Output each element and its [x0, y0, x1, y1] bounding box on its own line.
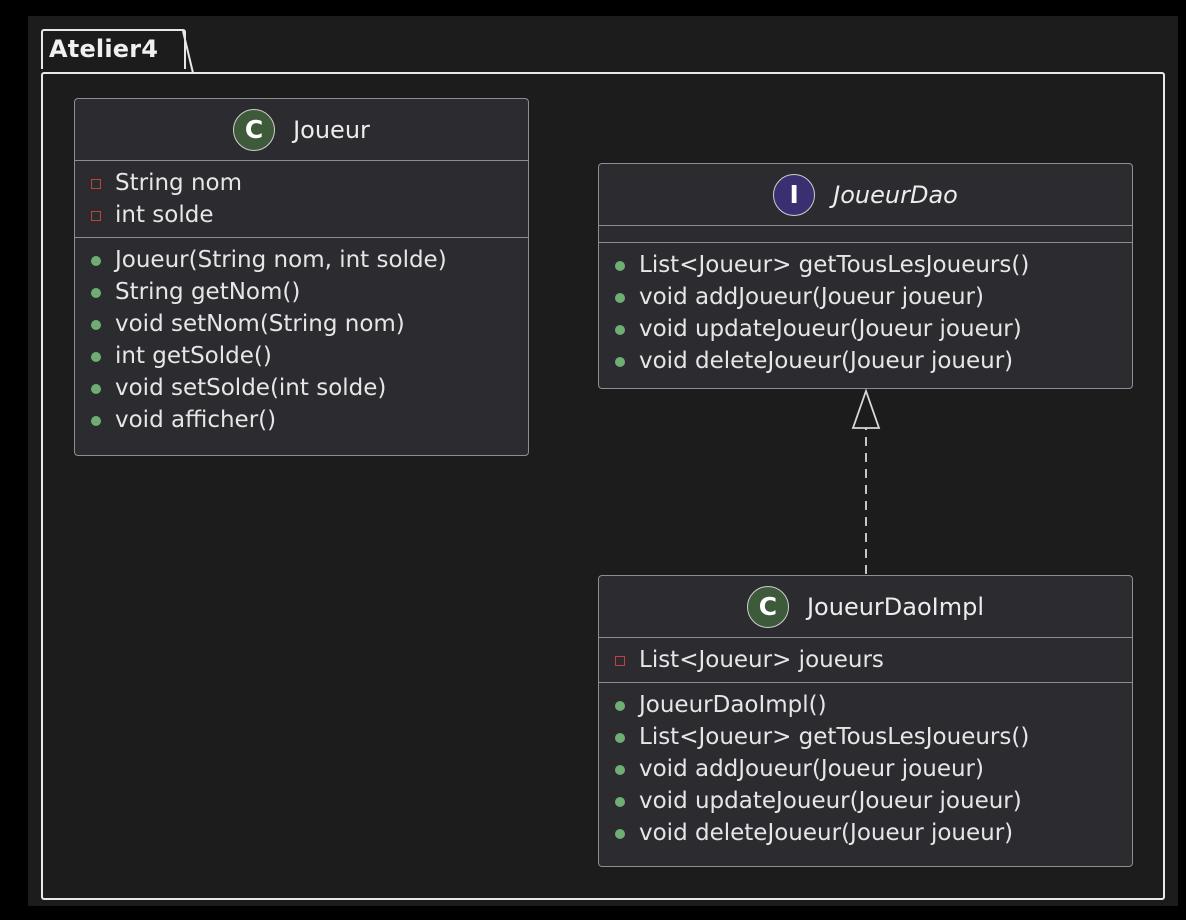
class-stereotype-icon: C [233, 108, 276, 151]
method-text: JoueurDaoImpl() [639, 692, 827, 718]
method-row: void setSolde(int solde) [75, 372, 528, 404]
method-text: Joueur(String nom, int solde) [115, 247, 447, 273]
public-visibility-icon [615, 357, 625, 367]
public-visibility-icon [615, 765, 625, 775]
field-row: String nom [75, 167, 528, 199]
public-visibility-icon [91, 384, 101, 394]
method-text: void deleteJoueur(Joueur joueur) [639, 820, 1014, 846]
public-visibility-icon [91, 320, 101, 330]
field-row: List<Joueur> joueurs [599, 644, 1132, 676]
interface-joueur-dao[interactable]: I JoueurDao List<Joueur> getTousLesJoueu… [598, 163, 1133, 389]
method-row: List<Joueur> getTousLesJoueurs() [599, 721, 1132, 753]
package-frame [41, 72, 1165, 900]
method-row: Joueur(String nom, int solde) [75, 244, 528, 276]
method-row: int getSolde() [75, 340, 528, 372]
public-visibility-icon [91, 256, 101, 266]
method-row: void afficher() [75, 404, 528, 436]
method-text: void setSolde(int solde) [115, 375, 387, 401]
method-text: void afficher() [115, 407, 277, 433]
private-visibility-icon [91, 211, 101, 221]
public-visibility-icon [91, 416, 101, 426]
method-row: void updateJoueur(Joueur joueur) [599, 313, 1132, 345]
private-visibility-icon [615, 656, 625, 666]
method-text: void setNom(String nom) [115, 311, 405, 337]
class-joueur[interactable]: C Joueur String nom int solde Joueur(Stri… [74, 98, 529, 456]
public-visibility-icon [615, 733, 625, 743]
method-row: void updateJoueur(Joueur joueur) [599, 785, 1132, 817]
method-text: List<Joueur> getTousLesJoueurs() [639, 252, 1030, 278]
method-row: List<Joueur> getTousLesJoueurs() [599, 249, 1132, 281]
public-visibility-icon [615, 293, 625, 303]
public-visibility-icon [615, 701, 625, 711]
public-visibility-icon [615, 261, 625, 271]
method-row: void deleteJoueur(Joueur joueur) [599, 345, 1132, 377]
method-row: String getNom() [75, 276, 528, 308]
class-joueur-dao-impl[interactable]: C JoueurDaoImpl List<Joueur> joueurs Jou… [598, 575, 1133, 867]
method-row: JoueurDaoImpl() [599, 689, 1132, 721]
field-text: String nom [115, 170, 243, 196]
interface-stereotype-icon: I [773, 173, 816, 216]
interface-name: JoueurDao [833, 180, 958, 209]
class-fields: String nom int solde [75, 161, 528, 238]
method-text: int getSolde() [115, 343, 272, 369]
method-row: void addJoueur(Joueur joueur) [599, 281, 1132, 313]
method-text: void addJoueur(Joueur joueur) [639, 756, 984, 782]
method-text: void updateJoueur(Joueur joueur) [639, 316, 1022, 342]
field-row: int solde [75, 199, 528, 231]
method-row: void deleteJoueur(Joueur joueur) [599, 817, 1132, 849]
method-text: List<Joueur> getTousLesJoueurs() [639, 724, 1030, 750]
class-methods: Joueur(String nom, int solde) String getN… [75, 238, 528, 442]
package-title: Atelier4 [49, 35, 159, 63]
public-visibility-icon [91, 288, 101, 298]
method-text: void addJoueur(Joueur joueur) [639, 284, 984, 310]
field-text: List<Joueur> joueurs [639, 647, 884, 673]
field-text: int solde [115, 202, 214, 228]
method-row: void addJoueur(Joueur joueur) [599, 753, 1132, 785]
class-fields [599, 226, 1132, 243]
package-tab-edge [182, 30, 194, 74]
class-fields: List<Joueur> joueurs [599, 638, 1132, 683]
class-methods: List<Joueur> getTousLesJoueurs() void add… [599, 243, 1132, 383]
class-header: C JoueurDaoImpl [599, 576, 1132, 638]
public-visibility-icon [615, 797, 625, 807]
class-name: JoueurDaoImpl [806, 592, 985, 621]
class-header: I JoueurDao [599, 164, 1132, 226]
method-row: void setNom(String nom) [75, 308, 528, 340]
method-text: void updateJoueur(Joueur joueur) [639, 788, 1022, 814]
class-header: C Joueur [75, 99, 528, 161]
private-visibility-icon [91, 179, 101, 189]
class-methods: JoueurDaoImpl() List<Joueur> getTousLesJo… [599, 683, 1132, 855]
public-visibility-icon [615, 829, 625, 839]
public-visibility-icon [615, 325, 625, 335]
public-visibility-icon [91, 352, 101, 362]
method-text: String getNom() [115, 279, 301, 305]
package-tab [41, 29, 186, 69]
class-name: Joueur [293, 115, 370, 144]
class-stereotype-icon: C [746, 585, 789, 628]
method-text: void deleteJoueur(Joueur joueur) [639, 348, 1014, 374]
